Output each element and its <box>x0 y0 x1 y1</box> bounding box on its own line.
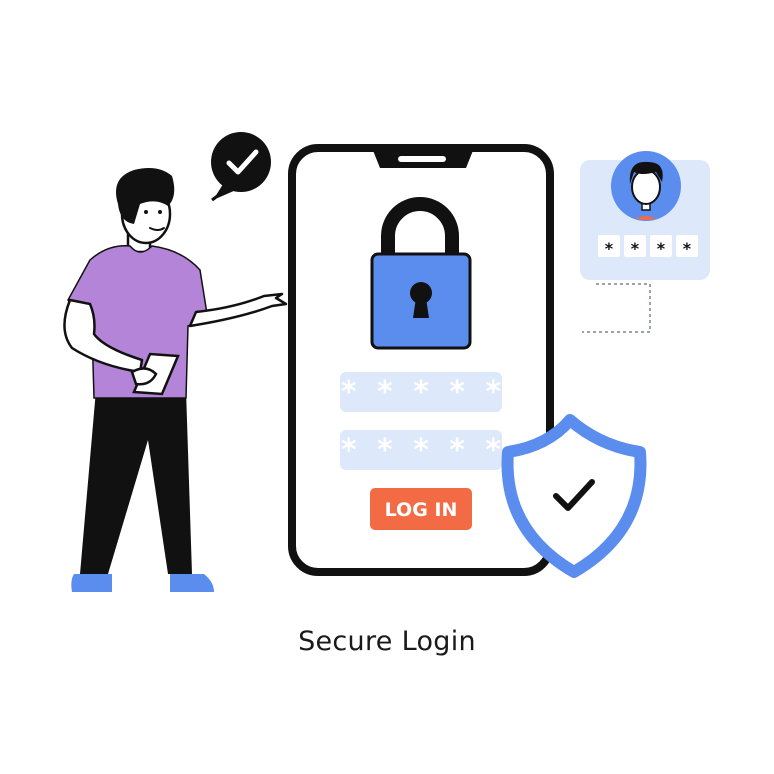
padlock-icon <box>370 197 472 350</box>
pin-box-4: * <box>676 235 698 258</box>
login-button[interactable]: LOG IN <box>370 488 472 530</box>
pin-mask-2: * <box>630 239 640 258</box>
password-mask-2: * * * * * <box>340 433 503 468</box>
caption: Secure Login <box>298 626 476 657</box>
pin-mask-1: * <box>604 239 614 258</box>
shield-check-icon <box>501 414 647 578</box>
avatar-icon <box>611 151 681 221</box>
check-bubble-icon <box>211 132 271 202</box>
pin-mask-4: * <box>682 239 692 258</box>
pin-box-3: * <box>650 235 672 258</box>
password-mask-1: * * * * * <box>340 375 503 410</box>
pin-box-1: * <box>598 235 620 258</box>
password-field-1[interactable]: * * * * * <box>340 372 503 412</box>
pin-box-2: * <box>624 235 646 258</box>
person-figure <box>63 168 288 592</box>
login-button-label: LOG IN <box>385 499 458 521</box>
pin-mask-3: * <box>656 239 666 258</box>
password-field-2[interactable]: * * * * * <box>340 430 503 470</box>
profile-card: * * * * <box>580 151 710 333</box>
